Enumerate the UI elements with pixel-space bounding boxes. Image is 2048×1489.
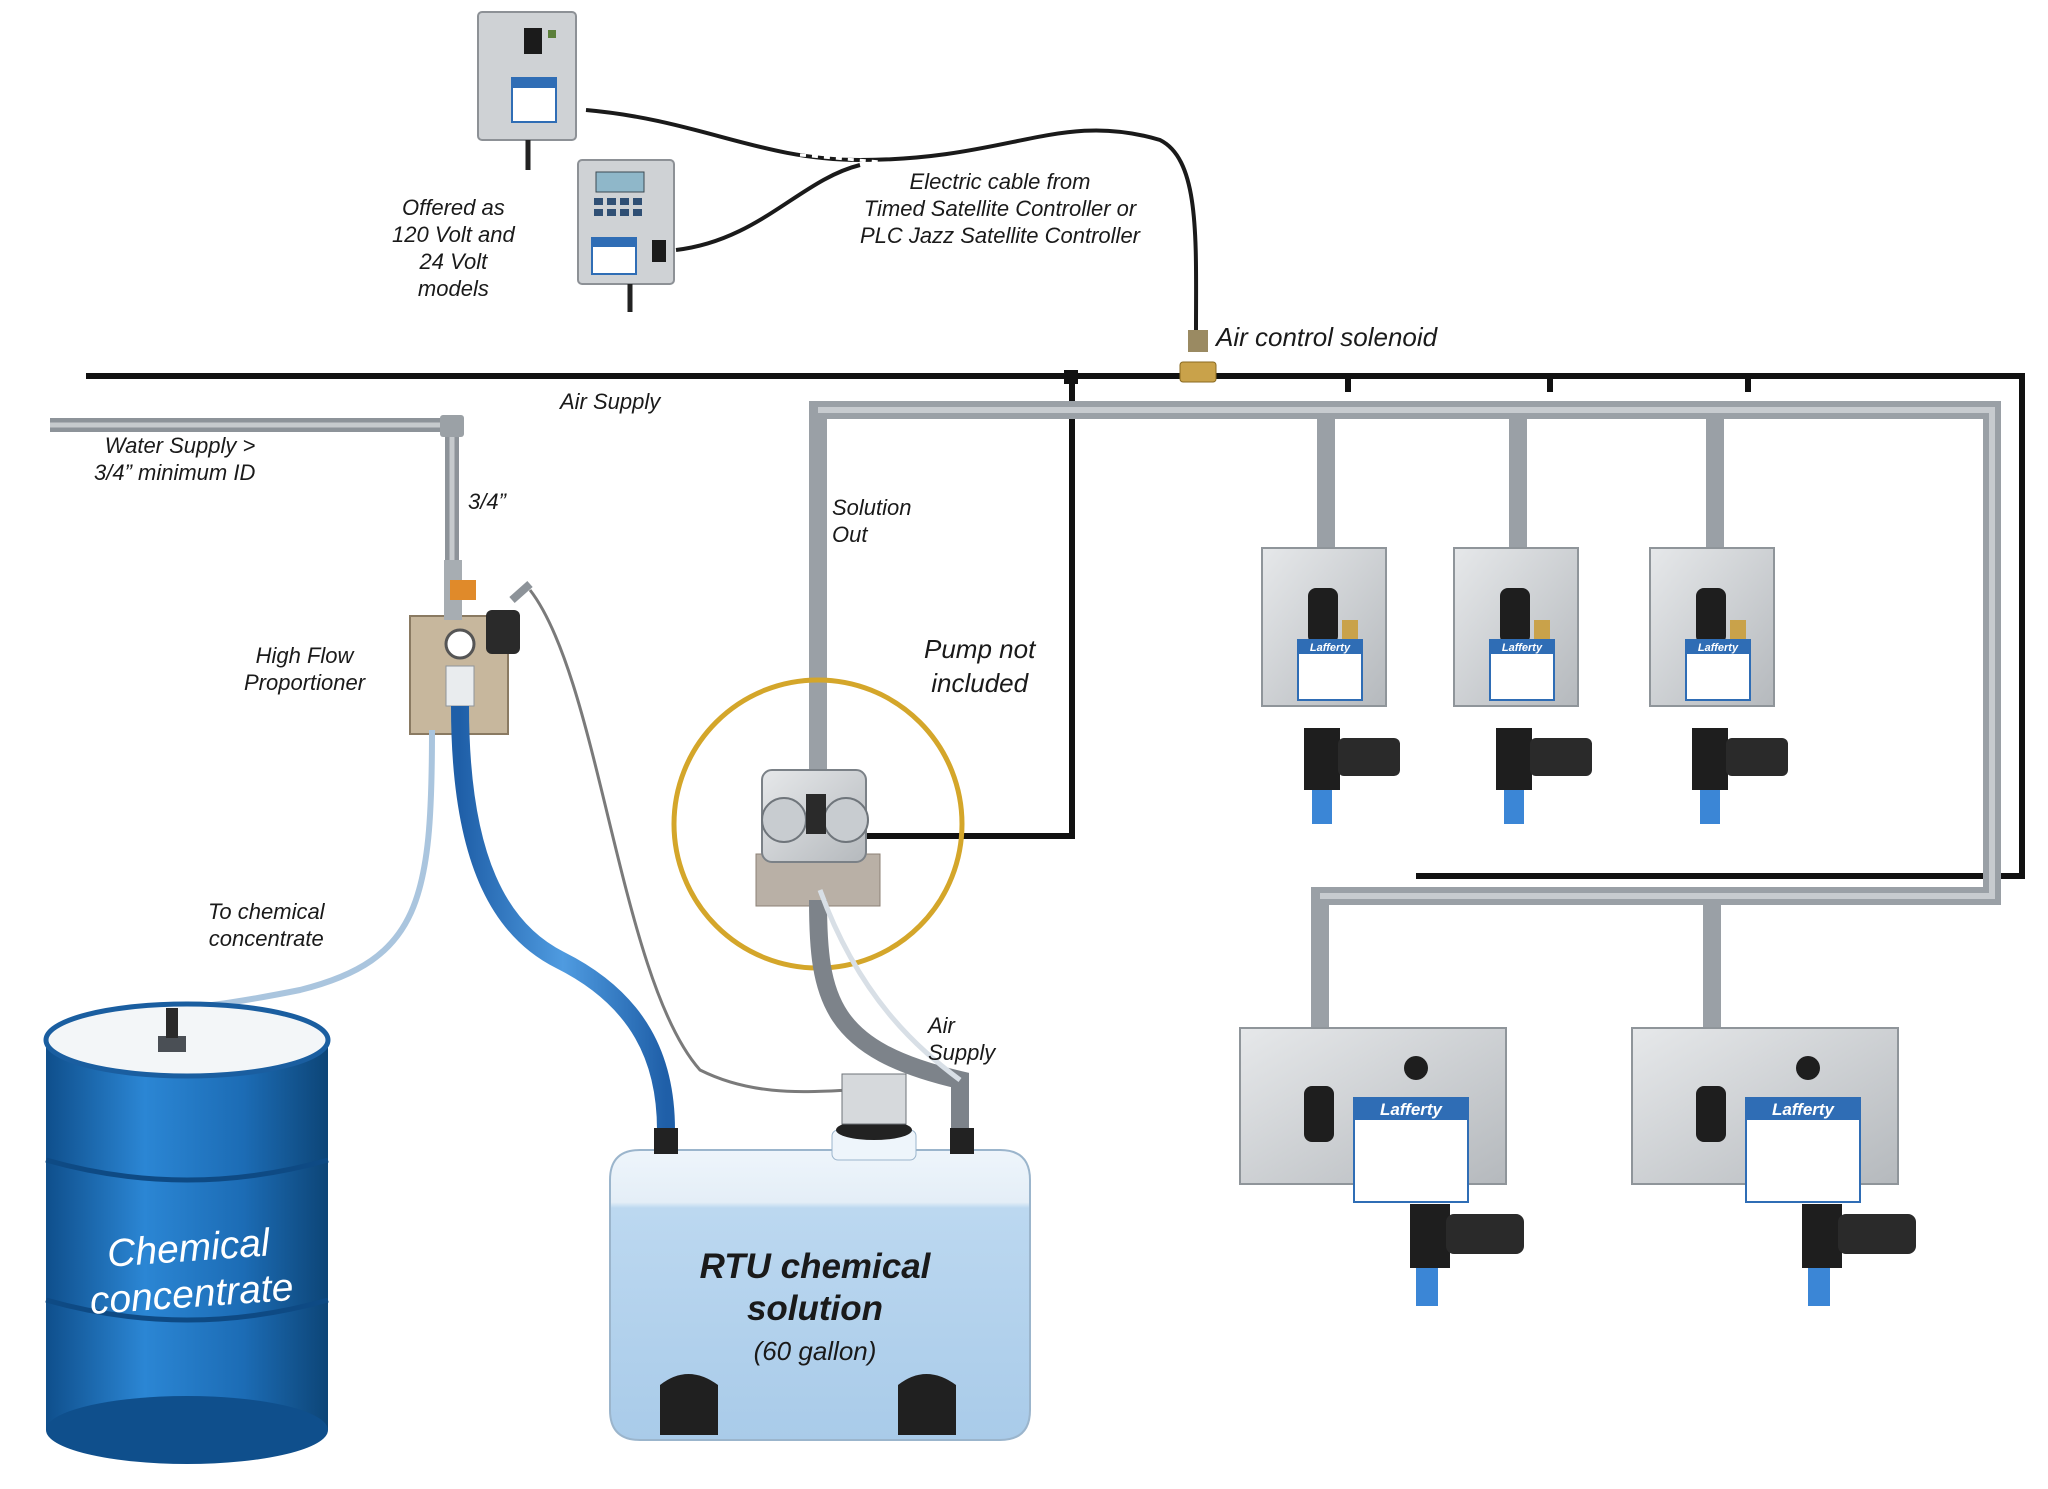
electric-cable — [585, 108, 1199, 331]
solution-pipe — [809, 401, 2001, 1049]
proportioner-hose — [451, 705, 675, 1131]
pump-not-included-label: Pump not included — [924, 634, 1036, 698]
lafferty-logo-text: Lafferty — [1772, 1100, 1836, 1119]
offered-as-label: Offered as 120 Volt and 24 Volt models — [392, 195, 515, 301]
water-supply-label: Water Supply > 3/4” minimum ID — [94, 433, 256, 485]
diaphragm-pump — [671, 677, 965, 971]
air-control-solenoid — [1179, 330, 1217, 383]
satellite-unit-4: Lafferty — [1239, 1027, 1524, 1306]
satellite-unit-2: Lafferty — [1453, 547, 1592, 824]
solution-out-label: Solution Out — [832, 495, 912, 547]
lafferty-logo-text: Lafferty — [1698, 642, 1739, 654]
timed-satellite-controller — [477, 11, 577, 170]
tank-capacity-label: (60 gallon) — [753, 1336, 877, 1366]
to-chemical-concentrate-label: To chemical concentrate — [208, 899, 325, 951]
cable-white-dashes — [799, 153, 881, 164]
three-quarter-label: 3/4” — [468, 489, 506, 514]
drum-label: Chemical concentrate — [88, 1221, 295, 1324]
chemical-tube — [171, 729, 435, 1011]
rtu-tank — [609, 1073, 1031, 1441]
satellite-unit-5: Lafferty — [1631, 1027, 1916, 1306]
air-supply-label-top: Air Supply — [560, 389, 661, 414]
satellite-unit-1: Lafferty — [1261, 547, 1400, 824]
air-control-solenoid-label: Air control solenoid — [1216, 322, 1438, 352]
lafferty-logo-text: Lafferty — [1502, 642, 1543, 654]
air-supply-line — [86, 373, 2025, 879]
lafferty-logo-text: Lafferty — [1310, 642, 1351, 654]
chemical-drum — [43, 1001, 331, 1464]
plc-jazz-satellite-controller — [577, 159, 675, 312]
air-supply-tank-label: Air Supply — [928, 1013, 996, 1065]
high-flow-proportioner — [409, 560, 533, 735]
electric-cable-label: Electric cable from Timed Satellite Cont… — [860, 169, 1141, 248]
tank-main-label: RTU chemical solution — [699, 1247, 931, 1328]
water-supply-pipe — [50, 415, 464, 560]
lafferty-logo-text: Lafferty — [1380, 1100, 1444, 1119]
satellite-unit-3: Lafferty — [1649, 547, 1788, 824]
high-flow-proportioner-label: High Flow Proportioner — [244, 643, 366, 695]
